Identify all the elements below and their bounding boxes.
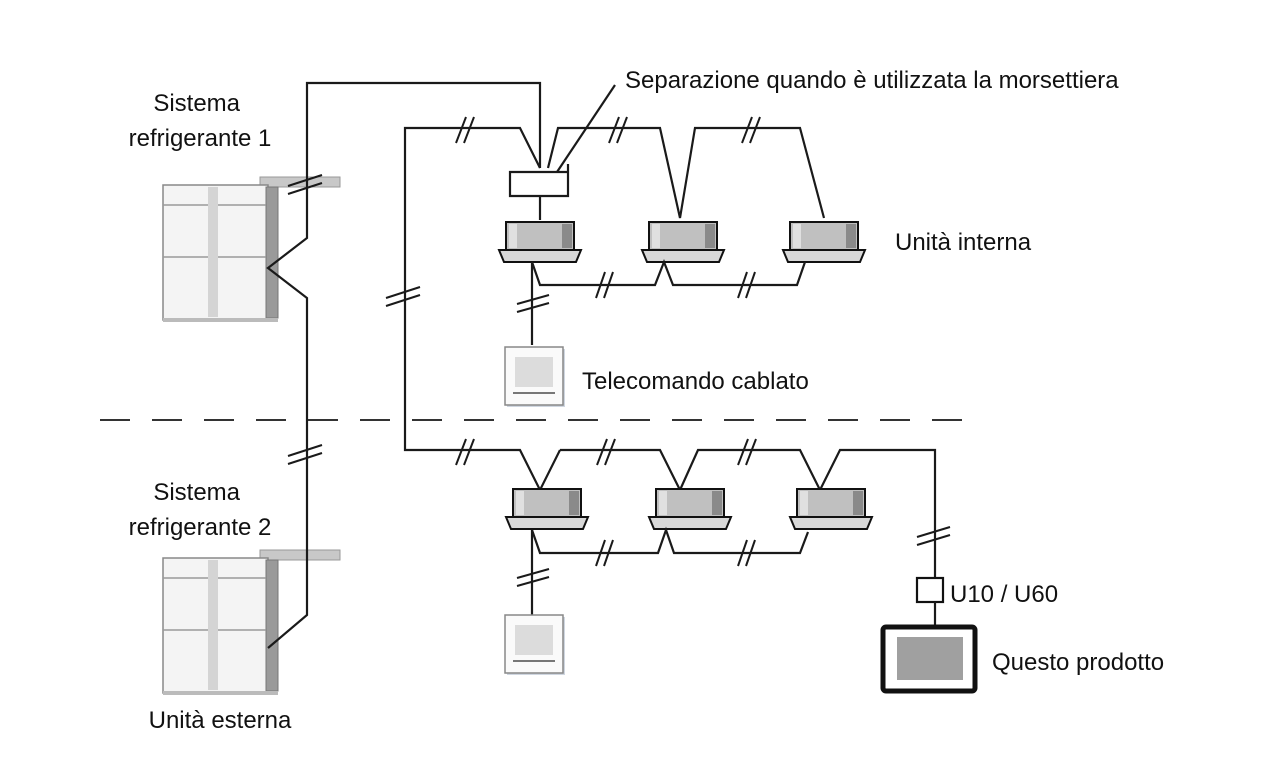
label-separation: Separazione quando è utilizzata la morse…	[625, 67, 1119, 94]
indoor-unit	[641, 221, 725, 263]
label-system-1: Sistema refrigerante 1	[129, 90, 272, 152]
this-product-device	[880, 624, 978, 694]
wire-outdoor-trunk	[266, 81, 542, 649]
label-adapter: U10 / U60	[950, 581, 1058, 608]
label-outdoor-unit: Unità esterna	[149, 707, 292, 734]
label-wired-remote: Telecomando cablato	[582, 368, 809, 395]
label-indoor-unit: Unità interna	[895, 229, 1032, 256]
wire-indoor-trunk	[403, 126, 541, 491]
outdoor-unit-2	[162, 549, 341, 696]
terminal-block	[508, 164, 570, 198]
indoor-unit	[782, 221, 866, 263]
indoor-unit	[498, 221, 582, 263]
wired-remote-1	[504, 346, 566, 408]
label-this-product: Questo prodotto	[992, 649, 1164, 676]
indoor-unit	[505, 488, 589, 530]
label-system-2: Sistema refrigerante 2	[129, 479, 272, 541]
separation-leader	[556, 84, 616, 173]
wired-remote-2	[504, 614, 566, 676]
outdoor-unit-1	[162, 176, 341, 323]
indoor-unit	[789, 488, 873, 530]
adapter-box	[915, 576, 945, 604]
indoor-unit	[648, 488, 732, 530]
